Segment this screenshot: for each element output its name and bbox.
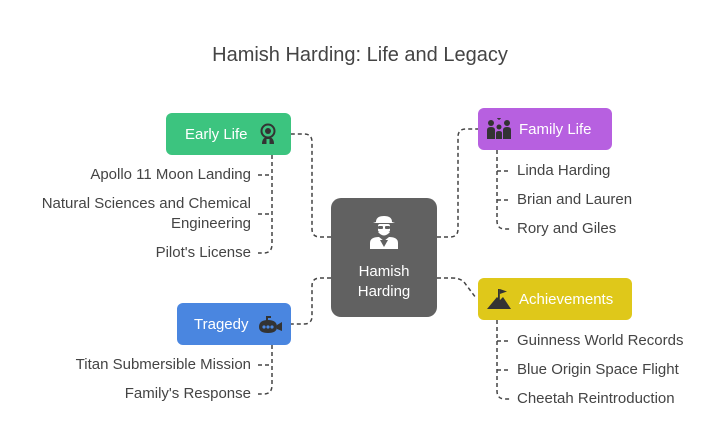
family-life-node[interactable]: Family Life (478, 108, 612, 150)
center-label-line1: Hamish (358, 262, 410, 280)
early-life-item: Pilot's License (155, 244, 251, 261)
tragedy-label: Tragedy (194, 315, 249, 333)
achievements-item: Guinness World Records (517, 332, 684, 349)
achievements-node[interactable]: Achievements (478, 278, 632, 320)
summit-flag-icon (486, 288, 512, 310)
tragedy-item: Titan Submersible Mission (75, 356, 251, 373)
submarine-icon (256, 314, 284, 334)
connector-family-life-items (496, 150, 511, 230)
family-life-item: Brian and Lauren (517, 191, 633, 208)
achievements-label: Achievements (519, 290, 614, 308)
family-life-label: Family Life (519, 120, 592, 138)
connector-family-life (437, 128, 478, 238)
center-node-hamish-harding[interactable]: Hamish Harding (331, 198, 437, 317)
page-title: Hamish Harding: Life and Legacy (212, 44, 508, 66)
early-life-label: Early Life (185, 125, 248, 143)
achievements-item: Cheetah Reintroduction (517, 390, 675, 407)
connector-achievements (437, 277, 477, 299)
connector-early-life-items (258, 155, 273, 254)
astronaut-icon (258, 123, 278, 145)
tragedy-item: Family's Response (124, 385, 251, 402)
family-icon (486, 118, 512, 140)
family-life-item: Rory and Giles (517, 220, 617, 237)
achievements-item: Blue Origin Space Flight (517, 361, 679, 378)
family-life-item: Linda Harding (517, 162, 611, 179)
early-life-item: Natural Sciences and Chemical Engineerin… (41, 195, 251, 232)
explorer-person-icon (367, 214, 401, 256)
connector-tragedy-items (258, 345, 273, 395)
early-life-item: Apollo 11 Moon Landing (90, 166, 251, 183)
connector-early-life (291, 133, 331, 238)
connector-tragedy (291, 277, 331, 325)
tragedy-node[interactable]: Tragedy (177, 303, 291, 345)
early-life-node[interactable]: Early Life (166, 113, 291, 155)
connector-achievements-items (496, 320, 511, 400)
center-label-line2: Harding (357, 282, 411, 300)
